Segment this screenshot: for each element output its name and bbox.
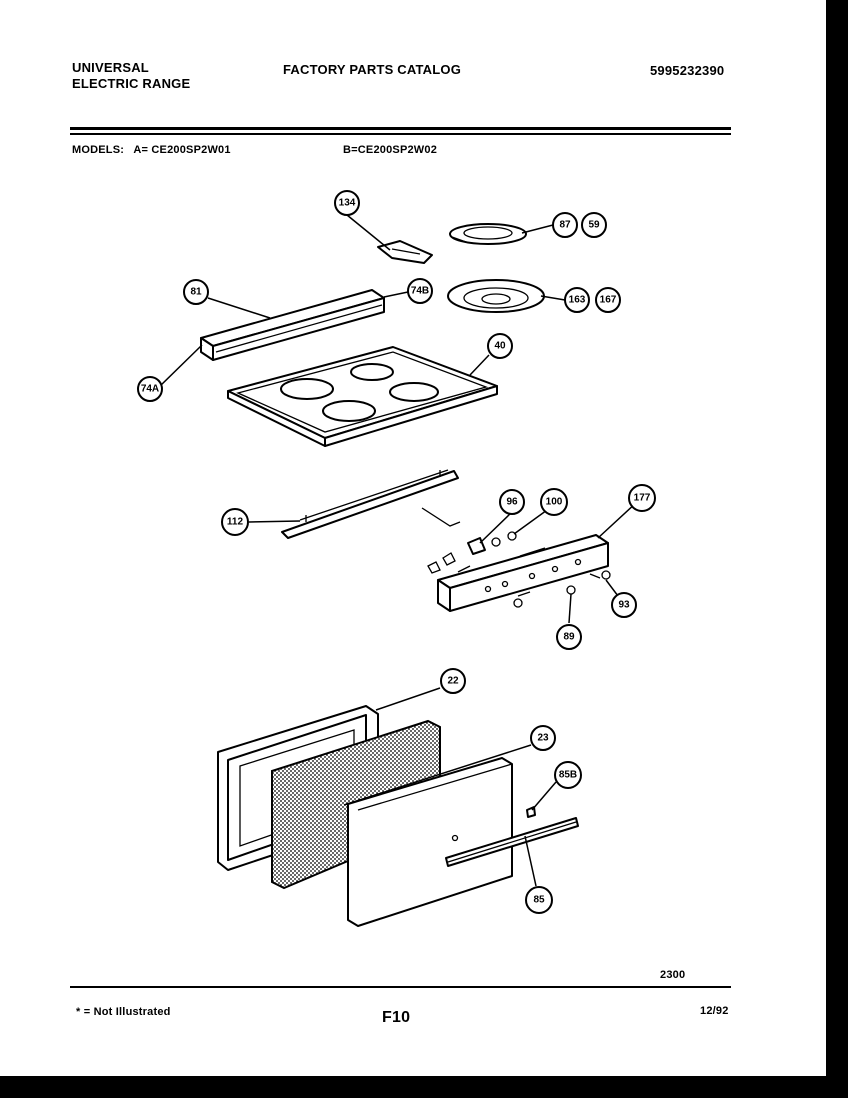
svg-text:81: 81 — [190, 287, 202, 298]
svg-text:93: 93 — [618, 600, 630, 611]
leader-lines — [157, 214, 638, 887]
footer-date: 12/92 — [700, 1005, 729, 1017]
svg-text:85B: 85B — [559, 770, 577, 781]
svg-text:134: 134 — [339, 198, 356, 209]
part-85-door-handle — [445, 817, 579, 867]
part-112-rail — [281, 469, 459, 539]
exploded-parts-diagram: 134 87 59 81 74B 163 167 74A 40 112 96 1… — [137, 190, 656, 927]
callout-87: 87 — [552, 212, 578, 238]
svg-text:100: 100 — [546, 497, 563, 508]
callout-23: 23 — [530, 725, 556, 751]
svg-text:22: 22 — [447, 676, 459, 687]
catalog-sheet: UNIVERSAL ELECTRIC RANGE FACTORY PARTS C… — [0, 0, 826, 1076]
svg-text:85: 85 — [533, 895, 545, 906]
svg-text:96: 96 — [506, 497, 518, 508]
header-rule-top — [70, 127, 731, 130]
callout-100: 100 — [540, 488, 568, 516]
part-40-cooktop — [227, 346, 498, 447]
svg-text:163: 163 — [569, 295, 586, 306]
part-87-surface-element — [449, 223, 527, 245]
diagram-number: 2300 — [660, 969, 686, 981]
callout-163: 163 — [564, 287, 590, 313]
brand-line-2: ELECTRIC RANGE — [72, 76, 191, 91]
part-177-control-panel — [421, 507, 611, 612]
svg-text:87: 87 — [559, 220, 571, 231]
catalog-number: 5995232390 — [650, 63, 725, 78]
callout-81: 81 — [183, 279, 209, 305]
callout-89: 89 — [556, 624, 582, 650]
svg-text:112: 112 — [227, 517, 244, 528]
svg-text:89: 89 — [563, 632, 575, 643]
page-id: F10 — [382, 1009, 411, 1026]
callout-22: 22 — [440, 668, 466, 694]
callout-96: 96 — [499, 489, 525, 515]
callout-59: 59 — [581, 212, 607, 238]
svg-text:23: 23 — [537, 733, 549, 744]
callout-112: 112 — [221, 508, 249, 536]
callout-85: 85 — [525, 886, 553, 914]
brand-line-1: UNIVERSAL — [72, 60, 149, 75]
callout-85b: 85B — [554, 761, 582, 789]
callout-167: 167 — [595, 287, 621, 313]
model-b: B=CE200SP2W02 — [343, 144, 438, 156]
svg-text:74B: 74B — [411, 286, 429, 297]
callout-74b: 74B — [407, 278, 433, 304]
part-81-rear-trim — [200, 289, 385, 361]
models-line: MODELS: A= CE200SP2W01 — [72, 144, 231, 156]
models-label: MODELS: — [72, 144, 125, 156]
footer-note: * = Not Illustrated — [76, 1006, 171, 1018]
svg-text:167: 167 — [600, 295, 617, 306]
brand-block: UNIVERSAL ELECTRIC RANGE — [72, 60, 190, 92]
footer-rule — [70, 986, 731, 988]
callout-74a: 74A — [137, 376, 163, 402]
callout-177: 177 — [628, 484, 656, 512]
catalog-title: FACTORY PARTS CATALOG — [283, 62, 462, 77]
svg-text:59: 59 — [588, 220, 600, 231]
part-163-drip-bowl — [447, 279, 545, 313]
svg-text:40: 40 — [494, 341, 506, 352]
model-a: A= CE200SP2W01 — [133, 144, 231, 156]
callout-134: 134 — [334, 190, 360, 216]
callout-93: 93 — [611, 592, 637, 618]
part-134-bracket — [377, 240, 433, 264]
header-rule-bottom — [70, 133, 731, 135]
svg-text:74A: 74A — [141, 384, 159, 395]
svg-text:177: 177 — [634, 493, 651, 504]
part-23-door-panel — [347, 757, 513, 927]
callout-40: 40 — [487, 333, 513, 359]
